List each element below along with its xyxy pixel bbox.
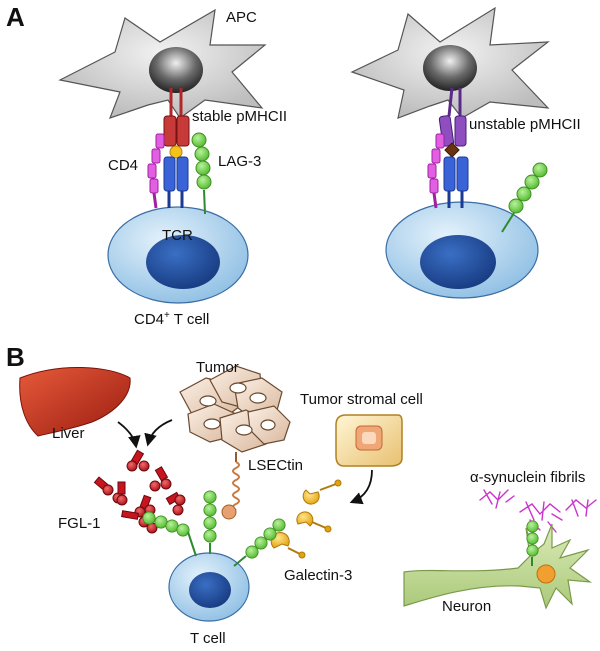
- tumor-stromal-cell: [335, 414, 403, 467]
- apc-label: APC: [226, 9, 257, 26]
- galectin3-label: Galectin-3: [284, 567, 352, 584]
- arrow-liver: [117, 421, 141, 449]
- stable-pmhcii-label: stable pMHCII: [192, 108, 287, 125]
- fgl1-molecule: [93, 476, 124, 504]
- panel-b-letter: B: [6, 342, 25, 372]
- unstable-pmhcii: [438, 87, 467, 158]
- lag3-label: LAG-3: [218, 153, 261, 170]
- tcell-b-nucleus: [189, 572, 231, 608]
- synuclein-label: α-synuclein fibrils: [470, 469, 585, 486]
- galectin3-molecule: [296, 511, 332, 533]
- liver-organ: [19, 366, 131, 437]
- lag3-neuron: [526, 520, 539, 566]
- neuron-cell: [403, 523, 593, 610]
- tumor-label: Tumor: [196, 359, 239, 376]
- tcell-left: [107, 206, 249, 304]
- panel-a-letter: A: [6, 2, 25, 32]
- tcell-b: [168, 552, 250, 622]
- apc-cell-right: [350, 6, 550, 119]
- cd4-left: [147, 133, 165, 209]
- tcr-left: [163, 156, 189, 208]
- cd4-tcell-label: CD4+ T cell: [134, 310, 209, 328]
- stable-pmhcii: [163, 88, 190, 159]
- apc-cell-left: [58, 8, 267, 119]
- arrow-tumor: [144, 419, 173, 447]
- arrow-stromal: [349, 469, 373, 505]
- lag3-b-center: [203, 490, 217, 554]
- cd4-label: CD4: [108, 157, 138, 174]
- apc-nucleus-right: [423, 45, 477, 91]
- lag3-left: [191, 132, 212, 215]
- lag3-right: [501, 162, 548, 233]
- galectin3-molecule: [270, 531, 306, 559]
- tcr-right: [443, 156, 469, 208]
- tumor-mass: [179, 365, 291, 453]
- galectin3-molecule: [302, 479, 342, 505]
- fgl1-molecule: [165, 491, 186, 516]
- lag3-b-right: [233, 518, 286, 567]
- fgl1-molecule: [149, 466, 172, 492]
- tcell-right: [385, 201, 539, 299]
- neuron-label: Neuron: [442, 598, 491, 615]
- fgl1-molecule: [126, 449, 150, 472]
- peptide-unstable: [444, 142, 460, 158]
- cd4-right: [427, 133, 445, 209]
- peptide-stable: [169, 145, 183, 159]
- tcr-label: TCR: [162, 227, 193, 244]
- fgl1-molecules: [93, 449, 186, 534]
- lag3-b-left: [142, 511, 197, 557]
- lsectin-label: LSECtin: [248, 457, 303, 474]
- fgl1-molecule: [116, 481, 128, 506]
- unstable-pmhcii-label: unstable pMHCII: [469, 116, 581, 133]
- apc-nucleus-left: [149, 47, 203, 93]
- lsectin-molecule: [221, 452, 240, 520]
- stromal-label: Tumor stromal cell: [300, 391, 423, 408]
- tcell-b-label: T cell: [190, 630, 226, 647]
- tcell-nucleus-right: [420, 235, 496, 289]
- galectin3-molecules: [270, 479, 342, 559]
- fgl1-label: FGL-1: [58, 515, 101, 532]
- tcell-nucleus-left: [146, 235, 220, 289]
- liver-label: Liver: [52, 425, 85, 442]
- neuron-nucleus: [536, 564, 556, 584]
